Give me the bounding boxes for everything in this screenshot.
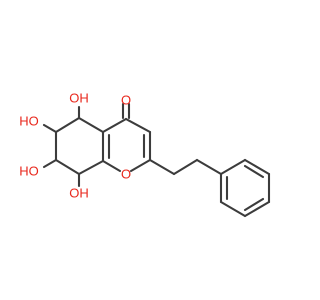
bond-ph-5 (219, 200, 247, 218)
bond-c5-c6 (54, 116, 81, 134)
bond-c2-o1 (129, 158, 152, 173)
bond-ph-inner-2 (243, 197, 265, 212)
bond-c6-oh (42, 123, 58, 134)
bond-ph-4 (243, 200, 271, 218)
atom-labels: O O OH HO HO OH (19, 90, 131, 200)
bond-ph-inner-1 (243, 164, 265, 179)
bond-ph-1 (219, 158, 247, 176)
hydroxyl-5-label: OH (69, 90, 89, 105)
hydroxyl-7-label: HO (19, 163, 39, 178)
hydroxyl-6-label: HO (19, 113, 39, 128)
bond-c7-c8 (54, 158, 81, 176)
bond-c7-oh (42, 158, 58, 169)
hydroxyl-8-label: OH (69, 185, 89, 200)
bond-c4a-c5 (77, 116, 105, 134)
bond-ph-2 (243, 158, 271, 176)
bond-o1-c8a (101, 159, 122, 173)
ring-oxygen-label: O (121, 166, 131, 181)
bond-c2-ch2a (148, 158, 176, 176)
bond-c4-c3 (124, 117, 152, 134)
carbonyl-oxygen-label: O (121, 92, 131, 107)
bond-c8-c8a (77, 159, 105, 176)
bond-c4-c4a (101, 117, 128, 134)
bond-ch2b-phenyl (195, 158, 223, 176)
bond-ch2a-ch2b (172, 158, 199, 176)
molecule-structure: O O OH HO HO OH (19, 90, 271, 218)
bonds (42, 102, 271, 218)
